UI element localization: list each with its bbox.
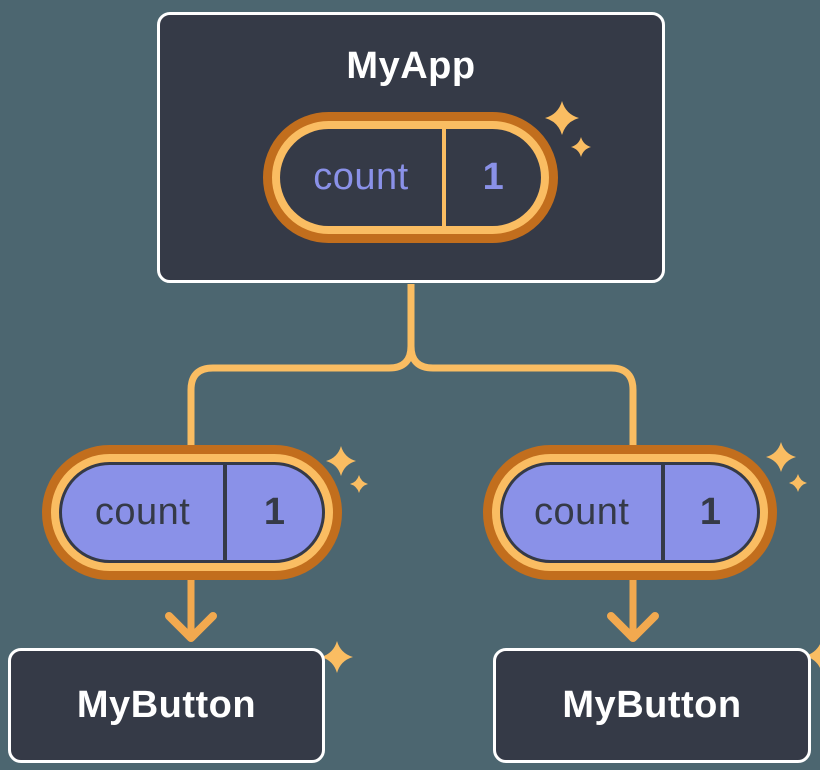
arrow-down-right-icon [607, 612, 659, 642]
sparkle-small-icon [350, 475, 368, 493]
prop-pill-core: count 1 [500, 462, 760, 563]
component-node-mybutton-right: MyButton [493, 648, 811, 763]
prop-value: 1 [699, 491, 722, 533]
pill-divider [660, 465, 665, 560]
mybutton-left-title: MyButton [76, 684, 257, 726]
prop-pill-left: count 1 [42, 445, 342, 580]
sparkle-large-icon [766, 442, 796, 472]
state-pill: count 1 [263, 112, 558, 243]
prop-pill-right: count 1 [483, 445, 777, 580]
prop-label: count [534, 491, 630, 533]
sparkle-small-icon [789, 474, 807, 492]
sparkle-large-icon [545, 101, 579, 135]
prop-label: count [94, 491, 191, 533]
state-pill-core: count 1 [280, 129, 541, 226]
pill-divider [441, 129, 446, 226]
component-node-mybutton-left: MyButton [8, 648, 325, 763]
sparkle-small-icon [571, 137, 591, 157]
tree-branch-right [407, 284, 637, 560]
sparkle-corner-right-icon [805, 644, 820, 668]
sparkle-prop-right-icon [766, 442, 807, 492]
prop-pill-core: count 1 [59, 462, 325, 563]
state-label: count [313, 156, 409, 198]
sparkle-prop-left-icon [326, 446, 368, 493]
arrow-down-left-icon [165, 612, 217, 642]
sparkle-corner-left-icon [321, 641, 353, 673]
sparkle-large-icon [326, 446, 356, 476]
state-value: 1 [482, 156, 505, 198]
mybutton-right-title: MyButton [562, 684, 742, 726]
pill-divider [223, 465, 228, 560]
sparkle-state-icon [545, 101, 591, 157]
prop-value: 1 [263, 491, 286, 533]
myapp-title: MyApp [346, 45, 476, 87]
